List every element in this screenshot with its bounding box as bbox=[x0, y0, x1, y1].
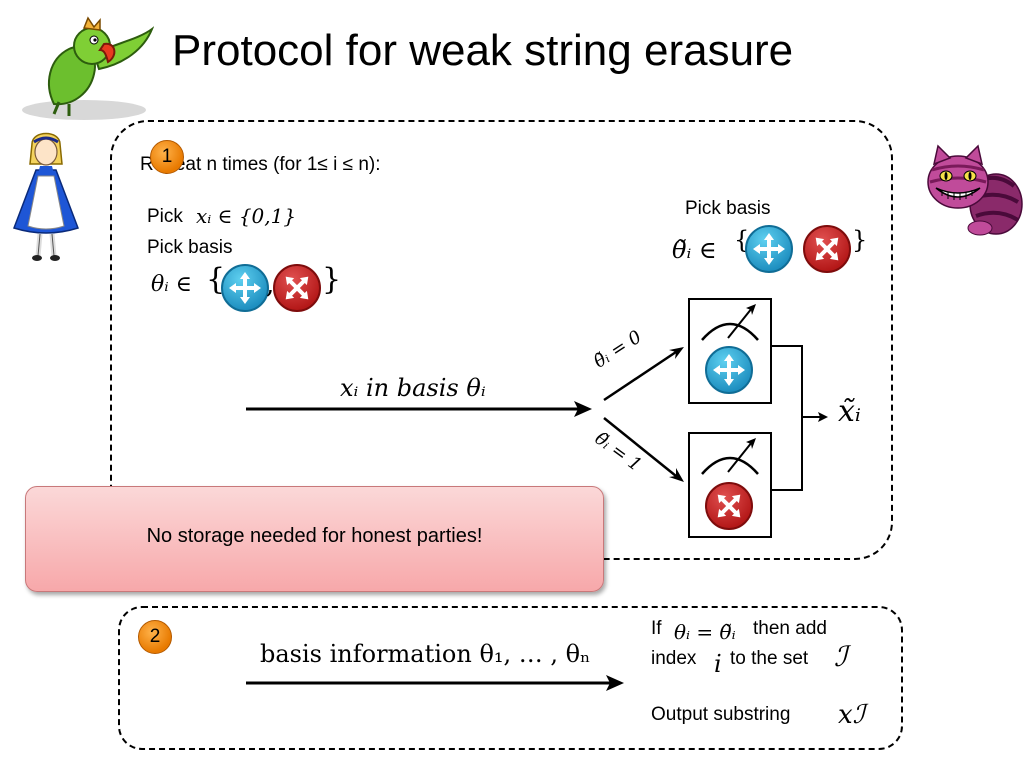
alice-theta-math: θᵢ ∈ bbox=[151, 272, 192, 297]
output-substring-math: xℐ bbox=[838, 700, 865, 730]
step2-number-badge: 2 bbox=[138, 620, 172, 654]
alice-pick-basis-label: Pick basis bbox=[147, 237, 233, 258]
index-math: i bbox=[714, 650, 722, 678]
output-substring-text: Output substring bbox=[651, 704, 791, 725]
alice-basis-set-open-brace: { bbox=[206, 262, 226, 297]
four-arrows-diagonal-icon bbox=[273, 264, 321, 312]
repeat-text: Repeat n times (for 1≤ i ≤ n): bbox=[140, 154, 381, 175]
honest-parties-banner: No storage needed for honest parties! bbox=[25, 486, 604, 592]
four-arrows-diagonal-icon bbox=[803, 225, 851, 273]
alice-basis-set-comma: , bbox=[266, 270, 275, 300]
parrot-icon bbox=[14, 14, 155, 122]
step1-channel-label: xᵢ in basis θᵢ bbox=[340, 374, 486, 402]
bob-theta-math: θ̃ᵢ ∈ bbox=[672, 236, 717, 264]
step2-channel-label: basis information θ₁, … , θₙ bbox=[260, 640, 591, 668]
measurement-box-rectilinear bbox=[688, 298, 772, 404]
merge-arrow bbox=[770, 345, 828, 491]
alice-pick-x-label: Pick bbox=[147, 206, 183, 227]
alice-icon bbox=[8, 130, 84, 266]
index-text: index bbox=[651, 648, 697, 669]
if-label: If bbox=[651, 618, 662, 639]
branch-arrows bbox=[603, 347, 684, 482]
banner-text: No storage needed for honest parties! bbox=[146, 525, 483, 547]
bob-pick-basis-label: Pick basis bbox=[685, 198, 771, 219]
alice-basis-set-close-brace: } bbox=[322, 262, 342, 297]
four-arrows-out-icon bbox=[705, 346, 753, 394]
four-arrows-diagonal-icon bbox=[705, 482, 753, 530]
to-the-set-text: to the set bbox=[730, 648, 809, 669]
step2-channel-arrow bbox=[246, 675, 624, 691]
four-arrows-out-icon bbox=[221, 264, 269, 312]
cheshire-cat-icon bbox=[918, 142, 1024, 240]
output-label: x̃ᵢ bbox=[838, 394, 861, 429]
step2-box bbox=[118, 606, 903, 750]
set-math: ℐ bbox=[834, 640, 848, 673]
slide-title: Protocol for weak string erasure bbox=[172, 26, 794, 75]
step1-channel-arrow bbox=[246, 401, 592, 417]
then-add-text: then add bbox=[753, 618, 827, 639]
if-math: θᵢ = θ̃ᵢ bbox=[674, 620, 736, 644]
step1-number-badge: 1 bbox=[150, 140, 184, 174]
alice-pick-x-math: xᵢ ∈ {0,1} bbox=[196, 204, 297, 228]
four-arrows-out-icon bbox=[745, 225, 793, 273]
bob-basis-set-close-brace: } bbox=[852, 226, 868, 254]
measurement-box-diagonal bbox=[688, 432, 772, 538]
